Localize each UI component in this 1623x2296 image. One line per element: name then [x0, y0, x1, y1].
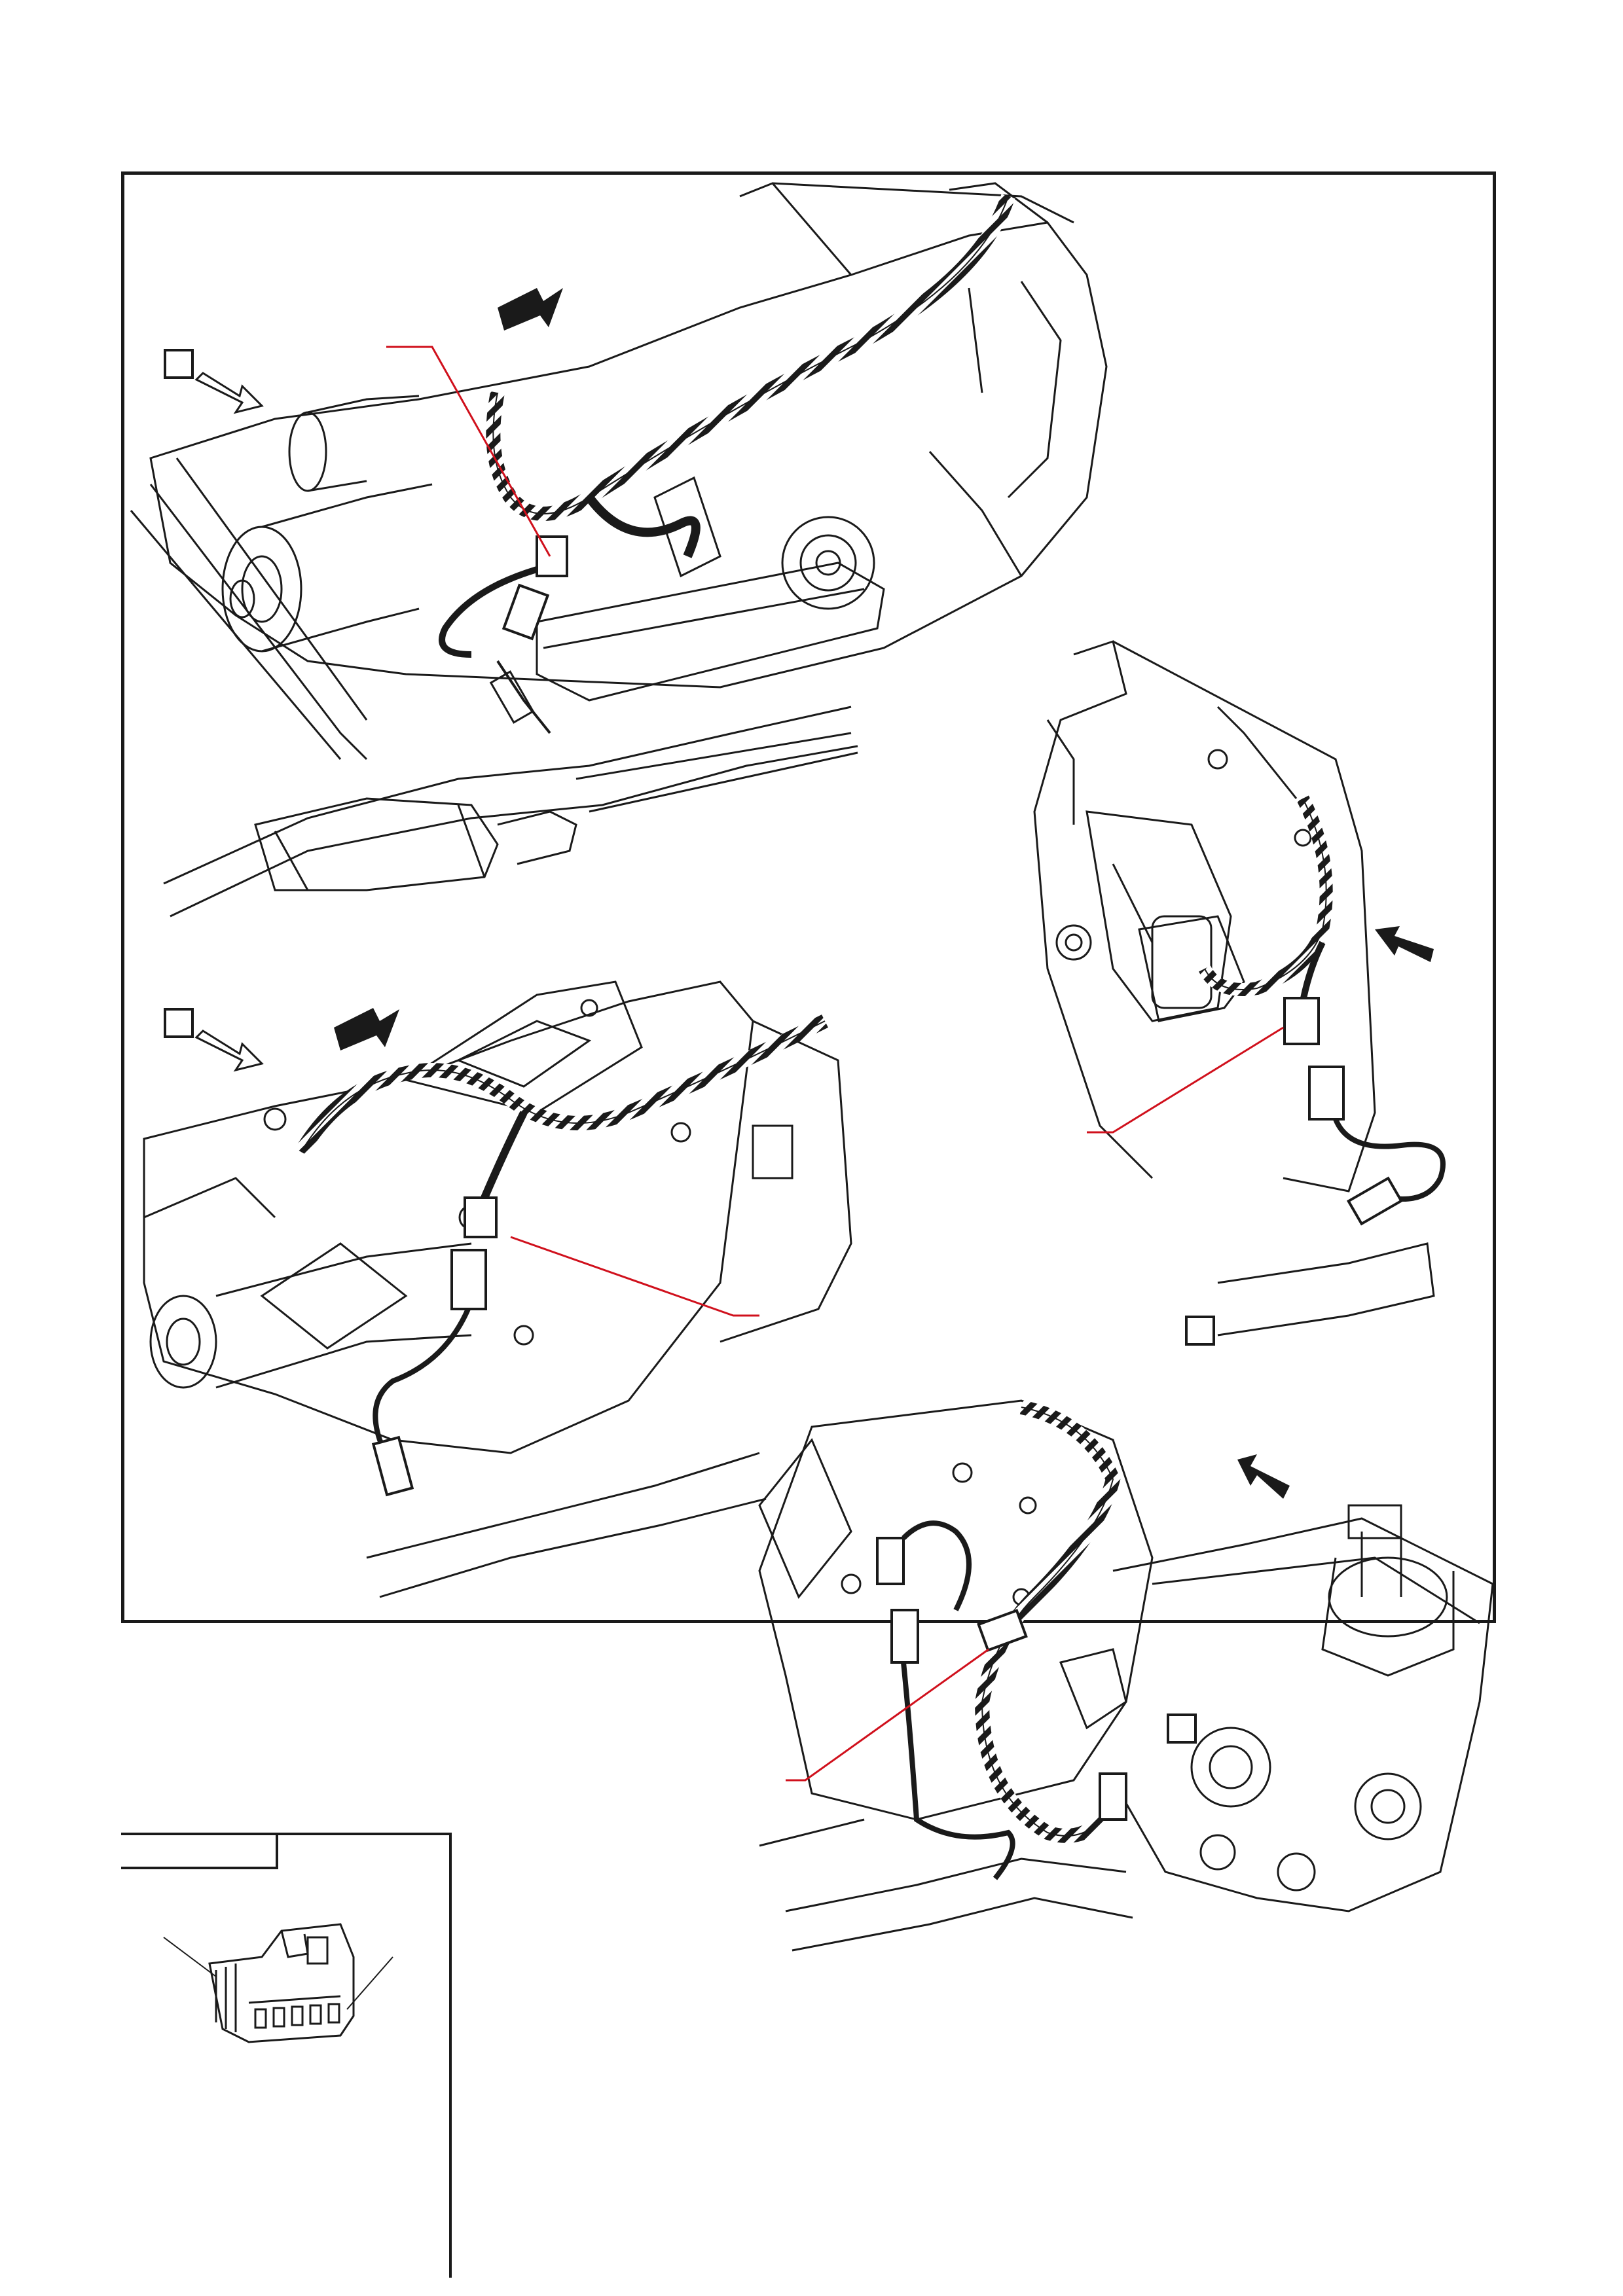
- callout-line-d: [786, 1649, 989, 1780]
- inset-connector-drawing: [164, 1924, 393, 2042]
- connector-d-4: [1100, 1774, 1126, 1820]
- connector-b-1: [465, 1198, 496, 1237]
- harness-a-outline: [493, 196, 1008, 514]
- connector-d-2: [877, 1538, 903, 1584]
- connector-d-3: [892, 1610, 918, 1662]
- connector-d-1: [979, 1611, 1027, 1651]
- harness-d-branch: [903, 1523, 969, 1610]
- view-a-drawing: [131, 183, 1106, 916]
- connector-b-2: [452, 1250, 486, 1309]
- harness-b-drop: [484, 1113, 524, 1198]
- direction-arrow-a: [498, 288, 563, 331]
- direction-arrow-c: [1375, 926, 1434, 962]
- connector-a-2: [503, 585, 547, 639]
- connector-c-2: [1309, 1067, 1343, 1119]
- harness-b: [301, 1021, 825, 1152]
- callout-line-c: [1087, 1028, 1283, 1132]
- callout-line-b: [511, 1237, 759, 1316]
- direction-arrow-d: [1237, 1454, 1290, 1499]
- o2-sensor-b: [373, 1437, 412, 1495]
- view-b-drawing: [144, 982, 851, 1597]
- view-d-drawing: [759, 1401, 1493, 1950]
- direction-arrow-b: [334, 1008, 399, 1050]
- view-arrow-a: [196, 373, 262, 412]
- harness-a-branch: [589, 497, 696, 556]
- harness-c: [1205, 798, 1326, 990]
- o2-sensor-c: [1349, 1178, 1402, 1224]
- harness-a: [493, 196, 1008, 514]
- connector-c-1: [1285, 998, 1319, 1044]
- view-arrow-b: [196, 1031, 262, 1070]
